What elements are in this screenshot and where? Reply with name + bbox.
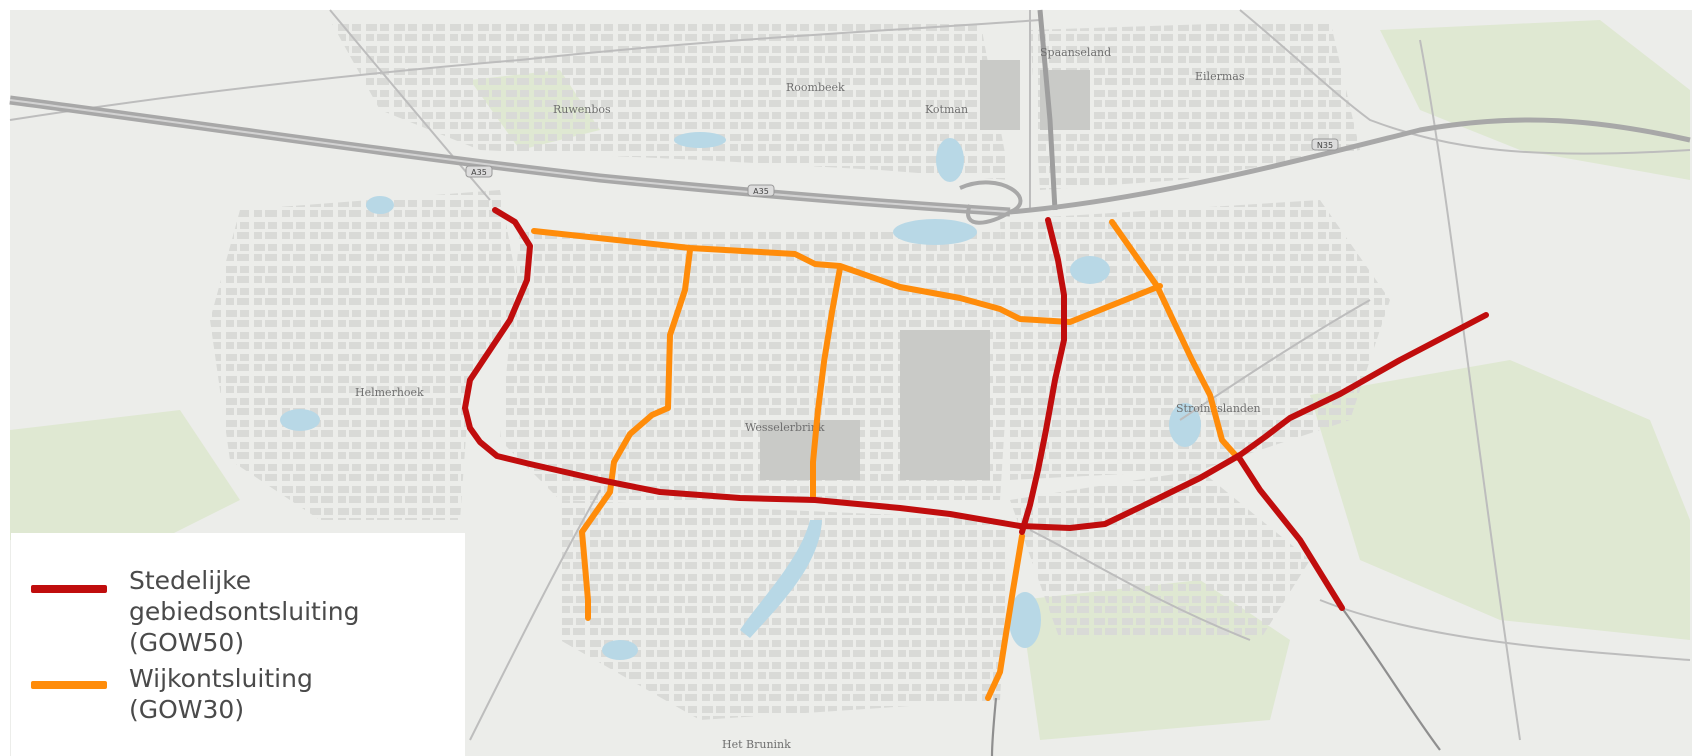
legend-swatch-red — [31, 585, 107, 593]
place-label-stroinkslanden: Stroinkslanden — [1176, 402, 1261, 415]
place-label-eilermas: Eilermas — [1195, 70, 1245, 83]
legend-label-gebiedsontsluiting: Stedelijke gebiedsontsluiting (GOW50) — [129, 566, 360, 657]
map-frame-left — [0, 0, 10, 756]
route-gow50-southeast — [1235, 453, 1345, 611]
connecting-roads — [990, 607, 1441, 756]
urban-areas — [210, 20, 1390, 720]
wijkontsluiting-routes — [531, 219, 1241, 701]
route-gow50-ring — [462, 207, 1489, 531]
route-gow30-east — [1109, 219, 1241, 461]
industrial-area — [760, 60, 1090, 480]
place-label-roombeek: Roombeek — [786, 81, 845, 94]
local-roads — [9, 9, 1691, 741]
place-label-helmerhoek: Helmerhoek — [355, 386, 424, 399]
legend-label-wijkontsluiting: Wijkontsluiting (GOW30) — [129, 664, 313, 724]
place-label-wesselerbrink: Wesselerbrink — [745, 421, 825, 434]
legend-swatch-orange — [31, 681, 107, 689]
road-n35 — [1009, 117, 1691, 215]
map-frame-top — [0, 0, 1692, 10]
map-legend: Stedelijke gebiedsontsluiting (GOW50) Wi… — [11, 533, 465, 756]
place-label-spaanseland: Spaanseland — [1040, 46, 1111, 59]
place-label-het-brunink: Het Brunink — [722, 738, 791, 751]
route-gow30-west — [579, 247, 693, 621]
route-gow30-north — [531, 228, 1163, 325]
route-gow30-south — [985, 533, 1025, 701]
svg-text:A35: A35 — [471, 168, 487, 177]
road-shield-a35-west: A35 — [465, 165, 493, 178]
svg-text:A35: A35 — [753, 187, 769, 196]
road-shield-n35: N35 — [1311, 138, 1339, 151]
road-shield-a35-east: A35 — [747, 184, 775, 197]
route-gow50-north-south — [1019, 217, 1067, 535]
water-features — [280, 132, 1201, 660]
route-gow30-central — [810, 265, 843, 501]
place-label-ruwenbos: Ruwenbos — [553, 103, 611, 116]
gebiedsontsluiting-routes — [462, 207, 1489, 611]
place-label-kotman: Kotman — [925, 103, 968, 116]
svg-text:N35: N35 — [1317, 141, 1333, 150]
motorway-a35 — [9, 9, 1058, 225]
